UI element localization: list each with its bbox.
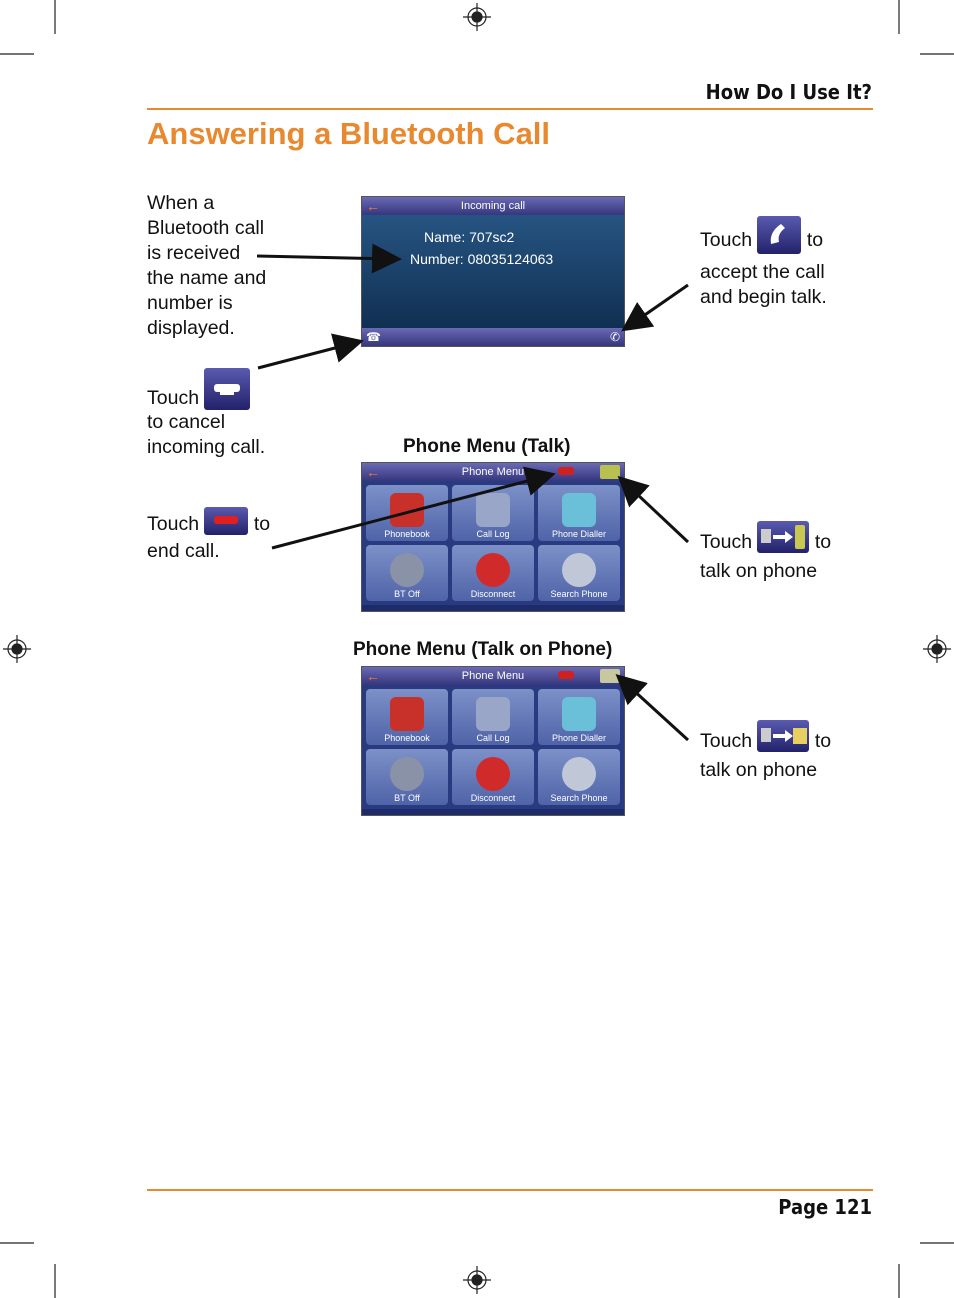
talk-on-phone-note-1: Touch to talk on phone [700,521,831,584]
menu-grid: Phonebook Call Log Phone Dialler BT Off … [362,481,624,605]
phone-menu-phone-screen: ← Phone Menu Phonebook Call Log Phone Di… [361,666,625,816]
tile-phone-dialler[interactable]: Phone Dialler [538,485,620,541]
switch-to-phone-icon [757,521,810,553]
arrow-to-reject [257,333,364,370]
tile-phone-dialler[interactable]: Phone Dialler [538,689,620,745]
header-rule [147,108,873,110]
accept-call-note: Touch to accept the call and begin talk. [700,216,827,310]
tile-call-log[interactable]: Call Log [452,485,534,541]
talk-on-phone-note-2: Touch to talk on phone [700,720,831,783]
tile-bt-off[interactable]: BT Off [366,545,448,601]
cancel-call-note: Touch to cancel incoming call. [147,368,265,460]
tile-disconnect[interactable]: Disconnect [452,749,534,805]
section-header: How Do I Use It? [705,80,872,104]
registration-mark-bottom [463,1266,491,1294]
accept-call-icon[interactable]: ✆ [609,330,620,344]
arrow-to-end-call [271,466,556,550]
end-call-icon[interactable] [558,467,574,475]
tile-phonebook[interactable]: Phonebook [366,689,448,745]
incoming-description: When a Bluetooth call is received the na… [147,192,267,339]
incoming-call-screen: ← Incoming call Name: 707sc2 Number: 080… [361,196,625,347]
end-call-icon [204,507,249,535]
page-number: Page 121 [778,1195,872,1219]
registration-mark-top [463,3,491,31]
switch-to-device-icon [757,720,810,752]
arrow-to-accept [621,283,689,332]
caller-number: Number: 08035124063 [410,251,554,267]
registration-mark-left [3,635,31,663]
page-title: Answering a Bluetooth Call [147,116,551,151]
talk-on-device-icon[interactable] [600,669,620,683]
phone-menu-caption: Phone Menu (Talk on Phone) [353,639,613,660]
incoming-title-bar: ← Incoming call [362,197,624,215]
tile-bt-off[interactable]: BT Off [366,749,448,805]
caller-name: Name: 707sc2 [424,229,515,245]
footer-rule [147,1189,873,1191]
arrow-to-talk-on-phone-1 [617,475,690,544]
tile-search-phone[interactable]: Search Phone [538,545,620,601]
back-arrow-icon[interactable]: ← [366,198,380,214]
talk-menu-caption: Phone Menu (Talk) [403,436,571,457]
registration-mark-right [923,635,951,663]
reject-call-icon[interactable]: ☎ [366,330,381,344]
talk-on-phone-icon[interactable] [600,465,620,479]
phone-hangup-icon [204,368,251,410]
arrow-to-caller-info [256,243,402,274]
end-call-note: Touch to end call. [147,507,270,564]
menu-grid: Phonebook Call Log Phone Dialler BT Off … [362,685,624,809]
back-arrow-icon[interactable]: ← [366,464,380,480]
back-arrow-icon[interactable]: ← [366,668,380,684]
tile-disconnect[interactable]: Disconnect [452,545,534,601]
phone-menu-talk-screen: ← Phone Menu Phonebook Call Log Phone Di… [361,462,625,612]
tile-call-log[interactable]: Call Log [452,689,534,745]
tile-search-phone[interactable]: Search Phone [538,749,620,805]
end-call-icon[interactable] [558,671,574,679]
arrow-to-talk-on-phone-2 [615,673,690,742]
incoming-bottom-bar: ☎ ✆ [362,328,624,346]
phone-accept-icon [757,216,802,254]
